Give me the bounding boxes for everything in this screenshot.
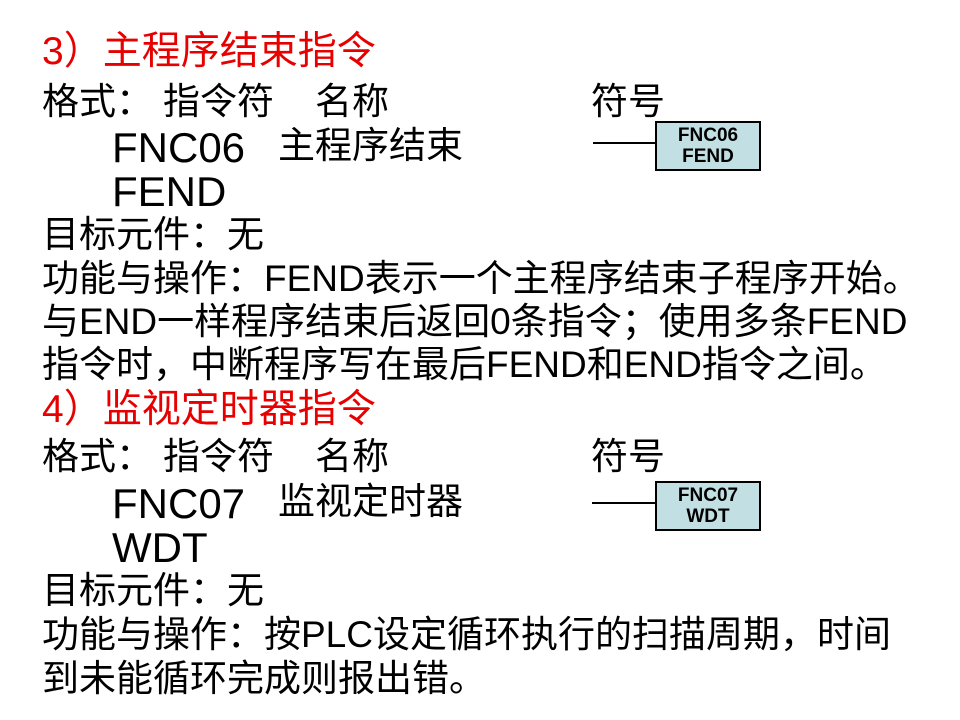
column-symbol-header: 符号 [591,436,665,477]
instruction-name-text: 主程序结束 [278,125,463,166]
function-line: 与END一样程序结束后返回0条指令；使用多条FEND [42,301,908,342]
symbol-box-opcode: FNC06 [677,125,739,146]
format-label: 格式： [42,436,153,477]
function-line: 指令时，中断程序写在最后FEND和END指令之间。 [42,344,887,385]
opcode-text: FNC07 [112,480,246,527]
mnemonic-text: WDT [112,524,208,571]
target-element-text: 目标元件：无 [42,214,264,255]
symbol-connector-line [592,502,655,504]
function-line: 功能与操作：按PLC设定循环执行的扫描周期，时间 [42,614,891,655]
column-opcode-header: 指令符 [163,81,274,122]
mnemonic-text: FEND [112,168,227,215]
section-heading-main-program-end: 3）主程序结束指令 [42,30,376,73]
symbol-connector-line [593,142,655,144]
function-line: 功能与操作：FEND表示一个主程序结束子程序开始。 [42,258,920,299]
function-line: 到未能循环完成则报出错。 [42,658,486,699]
instruction-name-text: 监视定时器 [278,481,463,522]
format-label: 格式： [42,81,153,122]
symbol-box-mnemonic: WDT [686,506,730,527]
section-heading-watchdog-timer: 4）监视定时器指令 [42,388,376,431]
column-name-header: 名称 [315,81,389,122]
column-name-header: 名称 [315,436,389,477]
symbol-box-mnemonic: FEND [682,146,734,167]
target-element-text: 目标元件：无 [42,570,264,611]
symbol-box-opcode: FNC07 [677,485,739,506]
column-opcode-header: 指令符 [163,436,274,477]
instruction-symbol-box-fend: FNC06 FEND [655,121,761,171]
instruction-symbol-box-wdt: FNC07 WDT [655,481,761,531]
opcode-text: FNC06 [112,124,246,171]
column-symbol-header: 符号 [591,81,665,122]
